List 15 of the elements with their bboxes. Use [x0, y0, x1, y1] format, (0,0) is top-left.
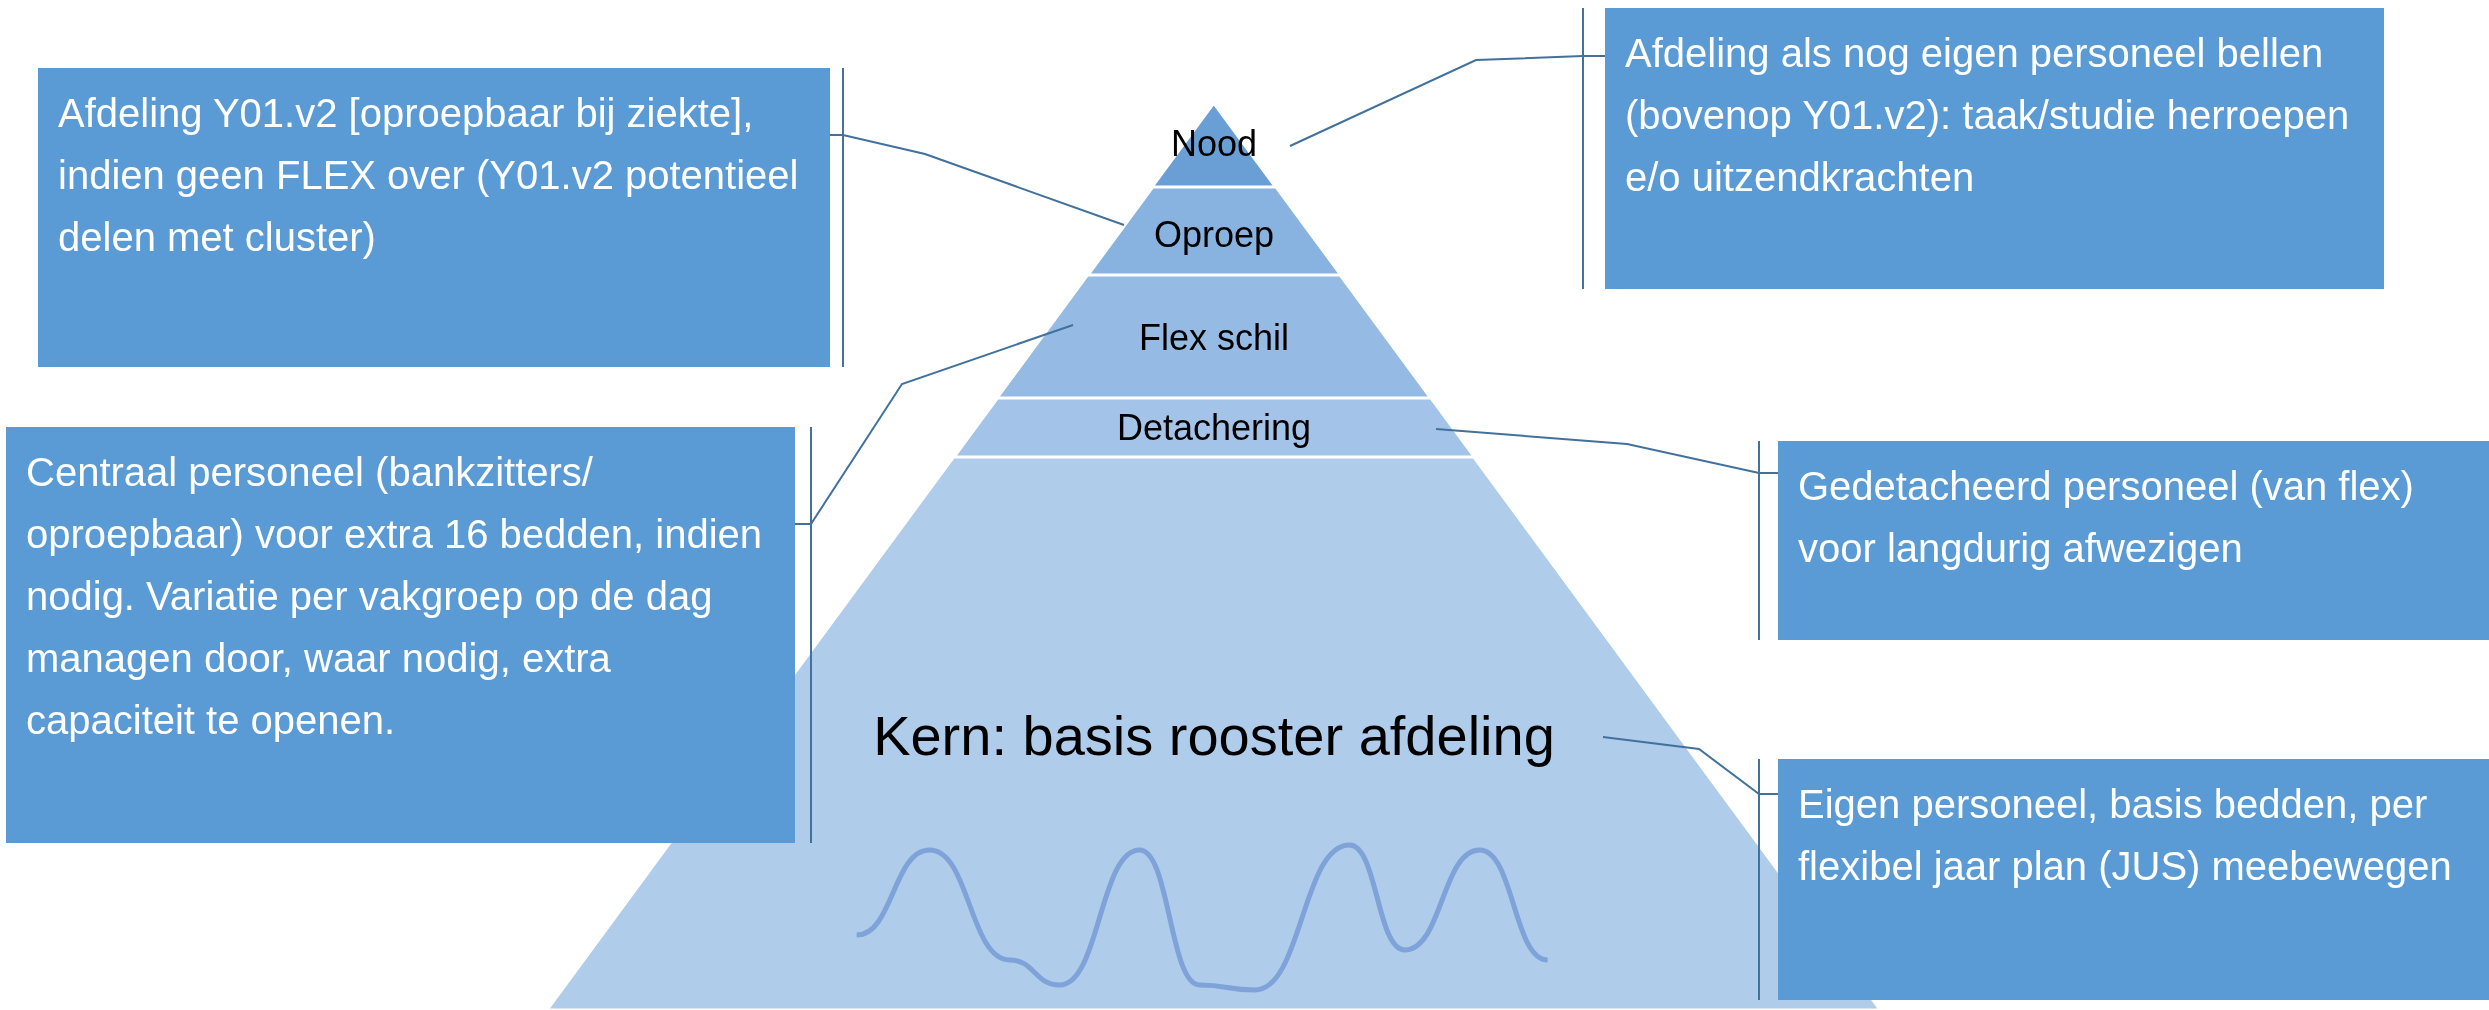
- layer-label: Oproep: [1153, 214, 1274, 256]
- layer-label: Kern: basis rooster afdeling: [873, 702, 1555, 768]
- callout-box: Afdeling Y01.v2 [oproepbaar bij ziekte], indien geen FLEX over (Y01.v2 potentieel delen met cluster): [38, 68, 830, 367]
- leader-line: [794, 324, 1074, 525]
- leader-line: [1435, 428, 1779, 474]
- layer-label: Detachering: [1116, 407, 1312, 449]
- callout-box: Afdeling als nog eigen personeel bellen (bovenop Y01.v2): taak/studie herroepen e/o uitzendkrachten: [1605, 8, 2384, 289]
- callout-box: Centraal personeel (bankzitters/ oproepbaar) voor extra 16 bedden, indien nodig. Variatie per vakgroep op de dag managen door, waar nodig, extra capaciteit te openen.: [6, 427, 795, 843]
- leader-line: [1289, 55, 1606, 147]
- callout-box: Gedetacheerd personeel (van flex) voor langdurig afwezigen: [1778, 441, 2489, 640]
- layer-label: Flex schil: [1138, 317, 1289, 359]
- leader-line: [829, 134, 1125, 226]
- leader-line: [1602, 736, 1779, 795]
- pyramid-layer: [997, 275, 1431, 398]
- callout-box: Eigen personeel, basis bedden, per flexibel jaar plan (JUS) meebewegen: [1778, 759, 2489, 1000]
